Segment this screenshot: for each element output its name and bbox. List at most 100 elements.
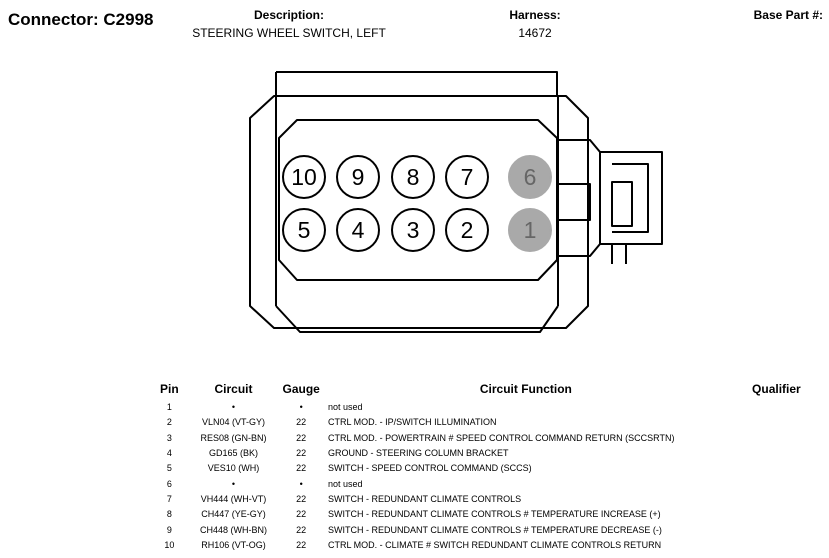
base-part-block: Base Part #: bbox=[754, 8, 823, 40]
table-row: 3 RES08 (GN-BN) 22 CTRL MOD. - POWERTRAI… bbox=[152, 431, 829, 446]
connector-title: Connector: C2998 bbox=[8, 10, 154, 29]
pin-table-header-row: Pin Circuit Gauge Circuit Function Quali… bbox=[152, 382, 829, 400]
cell-function: SWITCH - SPEED CONTROL COMMAND (SCCS) bbox=[327, 463, 532, 474]
cell-gauge: 22 bbox=[296, 509, 307, 520]
header-circuit-function: Circuit Function bbox=[479, 382, 572, 396]
cell-pin: 4 bbox=[166, 448, 172, 459]
cell-qualifier bbox=[724, 492, 829, 507]
cell-pin: 7 bbox=[166, 493, 172, 504]
cell-pin: 5 bbox=[166, 463, 172, 474]
pin-3: 3 bbox=[391, 208, 435, 252]
table-row: 2 VLN04 (VT-GY) 22 CTRL MOD. - IP/SWITCH… bbox=[152, 415, 829, 430]
pin-cavity-circle bbox=[282, 155, 326, 199]
cell-function: CTRL MOD. - CLIMATE # SWITCH REDUNDANT C… bbox=[327, 539, 662, 550]
cell-circuit: CH448 (WH-BN) bbox=[199, 524, 267, 535]
pin-number-label: 8 bbox=[407, 164, 420, 190]
pin-number-label: 7 bbox=[461, 164, 474, 190]
pin-number-label: 1 bbox=[524, 217, 537, 243]
housing-top-rim bbox=[276, 71, 558, 96]
pin-7: 7 bbox=[445, 155, 489, 199]
cell-qualifier bbox=[724, 507, 829, 522]
pin-6: 6 bbox=[508, 155, 552, 199]
connector-housing bbox=[249, 71, 663, 333]
description-value: STEERING WHEEL SWITCH, LEFT bbox=[192, 26, 386, 40]
harness-block: Harness: 14672 bbox=[495, 8, 575, 40]
cell-function: GROUND - STEERING COLUMN BRACKET bbox=[327, 448, 509, 459]
pin-cavity-circle bbox=[445, 208, 489, 252]
table-row: 1 • • not used bbox=[152, 400, 829, 415]
pin-cavity-circle bbox=[336, 208, 380, 252]
pin-cavity-circle bbox=[282, 208, 326, 252]
cell-gauge: 22 bbox=[296, 417, 307, 428]
cell-qualifier bbox=[724, 415, 829, 430]
cell-pin: 10 bbox=[164, 539, 175, 550]
cell-circuit: VES10 (WH) bbox=[207, 463, 260, 474]
pin-4: 4 bbox=[336, 208, 380, 252]
pin-10: 10 bbox=[282, 155, 326, 199]
cell-function: SWITCH - REDUNDANT CLIMATE CONTROLS # TE… bbox=[327, 509, 661, 520]
header-qualifier: Qualifier bbox=[752, 382, 801, 396]
header-gauge: Gauge bbox=[282, 382, 320, 396]
cell-pin: 9 bbox=[166, 524, 172, 535]
cell-qualifier bbox=[724, 431, 829, 446]
cell-gauge: 22 bbox=[296, 432, 307, 443]
cell-pin: 2 bbox=[166, 417, 172, 428]
description-label: Description: bbox=[253, 8, 324, 22]
cell-circuit: VLN04 (VT-GY) bbox=[201, 417, 266, 428]
cell-pin: 3 bbox=[166, 432, 172, 443]
cell-gauge: • bbox=[299, 478, 303, 489]
cell-gauge: 22 bbox=[296, 448, 307, 459]
unused-pin-cavity-circle bbox=[508, 155, 552, 199]
pin-number-label: 9 bbox=[352, 164, 365, 190]
pin-number-label: 3 bbox=[407, 217, 420, 243]
cell-gauge: 22 bbox=[296, 493, 307, 504]
cell-pin: 8 bbox=[166, 509, 172, 520]
pin-9: 9 bbox=[336, 155, 380, 199]
pin-table: Pin Circuit Gauge Circuit Function Quali… bbox=[152, 382, 829, 553]
latch-window bbox=[611, 181, 633, 227]
cell-function: SWITCH - REDUNDANT CLIMATE CONTROLS bbox=[327, 493, 522, 504]
locking-tab-latch bbox=[599, 152, 649, 244]
pin-number-label: 6 bbox=[524, 164, 537, 190]
cell-circuit: RH106 (VT-OG) bbox=[201, 539, 266, 550]
pin-cavity-outline bbox=[278, 119, 558, 281]
cell-circuit: GD165 (BK) bbox=[208, 448, 259, 459]
cell-qualifier bbox=[724, 461, 829, 476]
pin-2: 2 bbox=[445, 208, 489, 252]
pin-number-label: 10 bbox=[291, 164, 317, 190]
cell-circuit: • bbox=[231, 402, 236, 413]
table-row: 5 VES10 (WH) 22 SWITCH - SPEED CONTROL C… bbox=[152, 461, 829, 476]
cell-qualifier bbox=[724, 522, 829, 537]
cell-gauge: 22 bbox=[296, 463, 307, 474]
cell-circuit: CH447 (YE-GY) bbox=[201, 509, 266, 520]
harness-value: 14672 bbox=[518, 26, 552, 40]
cell-function: CTRL MOD. - POWERTRAIN # SPEED CONTROL C… bbox=[327, 432, 675, 443]
pin-cavity-circle bbox=[391, 155, 435, 199]
pin-1: 1 bbox=[508, 208, 552, 252]
base-part-label: Base Part #: bbox=[753, 8, 823, 22]
table-row: 4 GD165 (BK) 22 GROUND - STEERING COLUMN… bbox=[152, 446, 829, 461]
locking-tab-inner-slot bbox=[558, 183, 591, 221]
cell-function: not used bbox=[327, 478, 363, 489]
table-row: 6 • • not used bbox=[152, 476, 829, 491]
cell-circuit: • bbox=[231, 478, 236, 489]
description-block: Description: STEERING WHEEL SWITCH, LEFT bbox=[180, 8, 398, 40]
cell-qualifier bbox=[724, 446, 829, 461]
header-circuit: Circuit bbox=[214, 382, 253, 396]
cell-gauge: 22 bbox=[296, 524, 307, 535]
housing-bottom-skirt bbox=[275, 305, 559, 333]
cell-qualifier bbox=[724, 400, 829, 415]
pin-8: 8 bbox=[391, 155, 435, 199]
unused-pin-cavity-circle bbox=[508, 208, 552, 252]
cell-function: not used bbox=[327, 402, 363, 413]
cell-circuit: RES08 (GN-BN) bbox=[200, 432, 267, 443]
cell-gauge: 22 bbox=[296, 539, 307, 550]
cell-gauge: • bbox=[299, 402, 303, 413]
cell-qualifier bbox=[724, 476, 829, 491]
pin-5: 5 bbox=[282, 208, 326, 252]
latch-legs bbox=[611, 244, 627, 264]
housing-outer-outline bbox=[249, 95, 589, 329]
housing-inner-walls bbox=[275, 96, 559, 306]
